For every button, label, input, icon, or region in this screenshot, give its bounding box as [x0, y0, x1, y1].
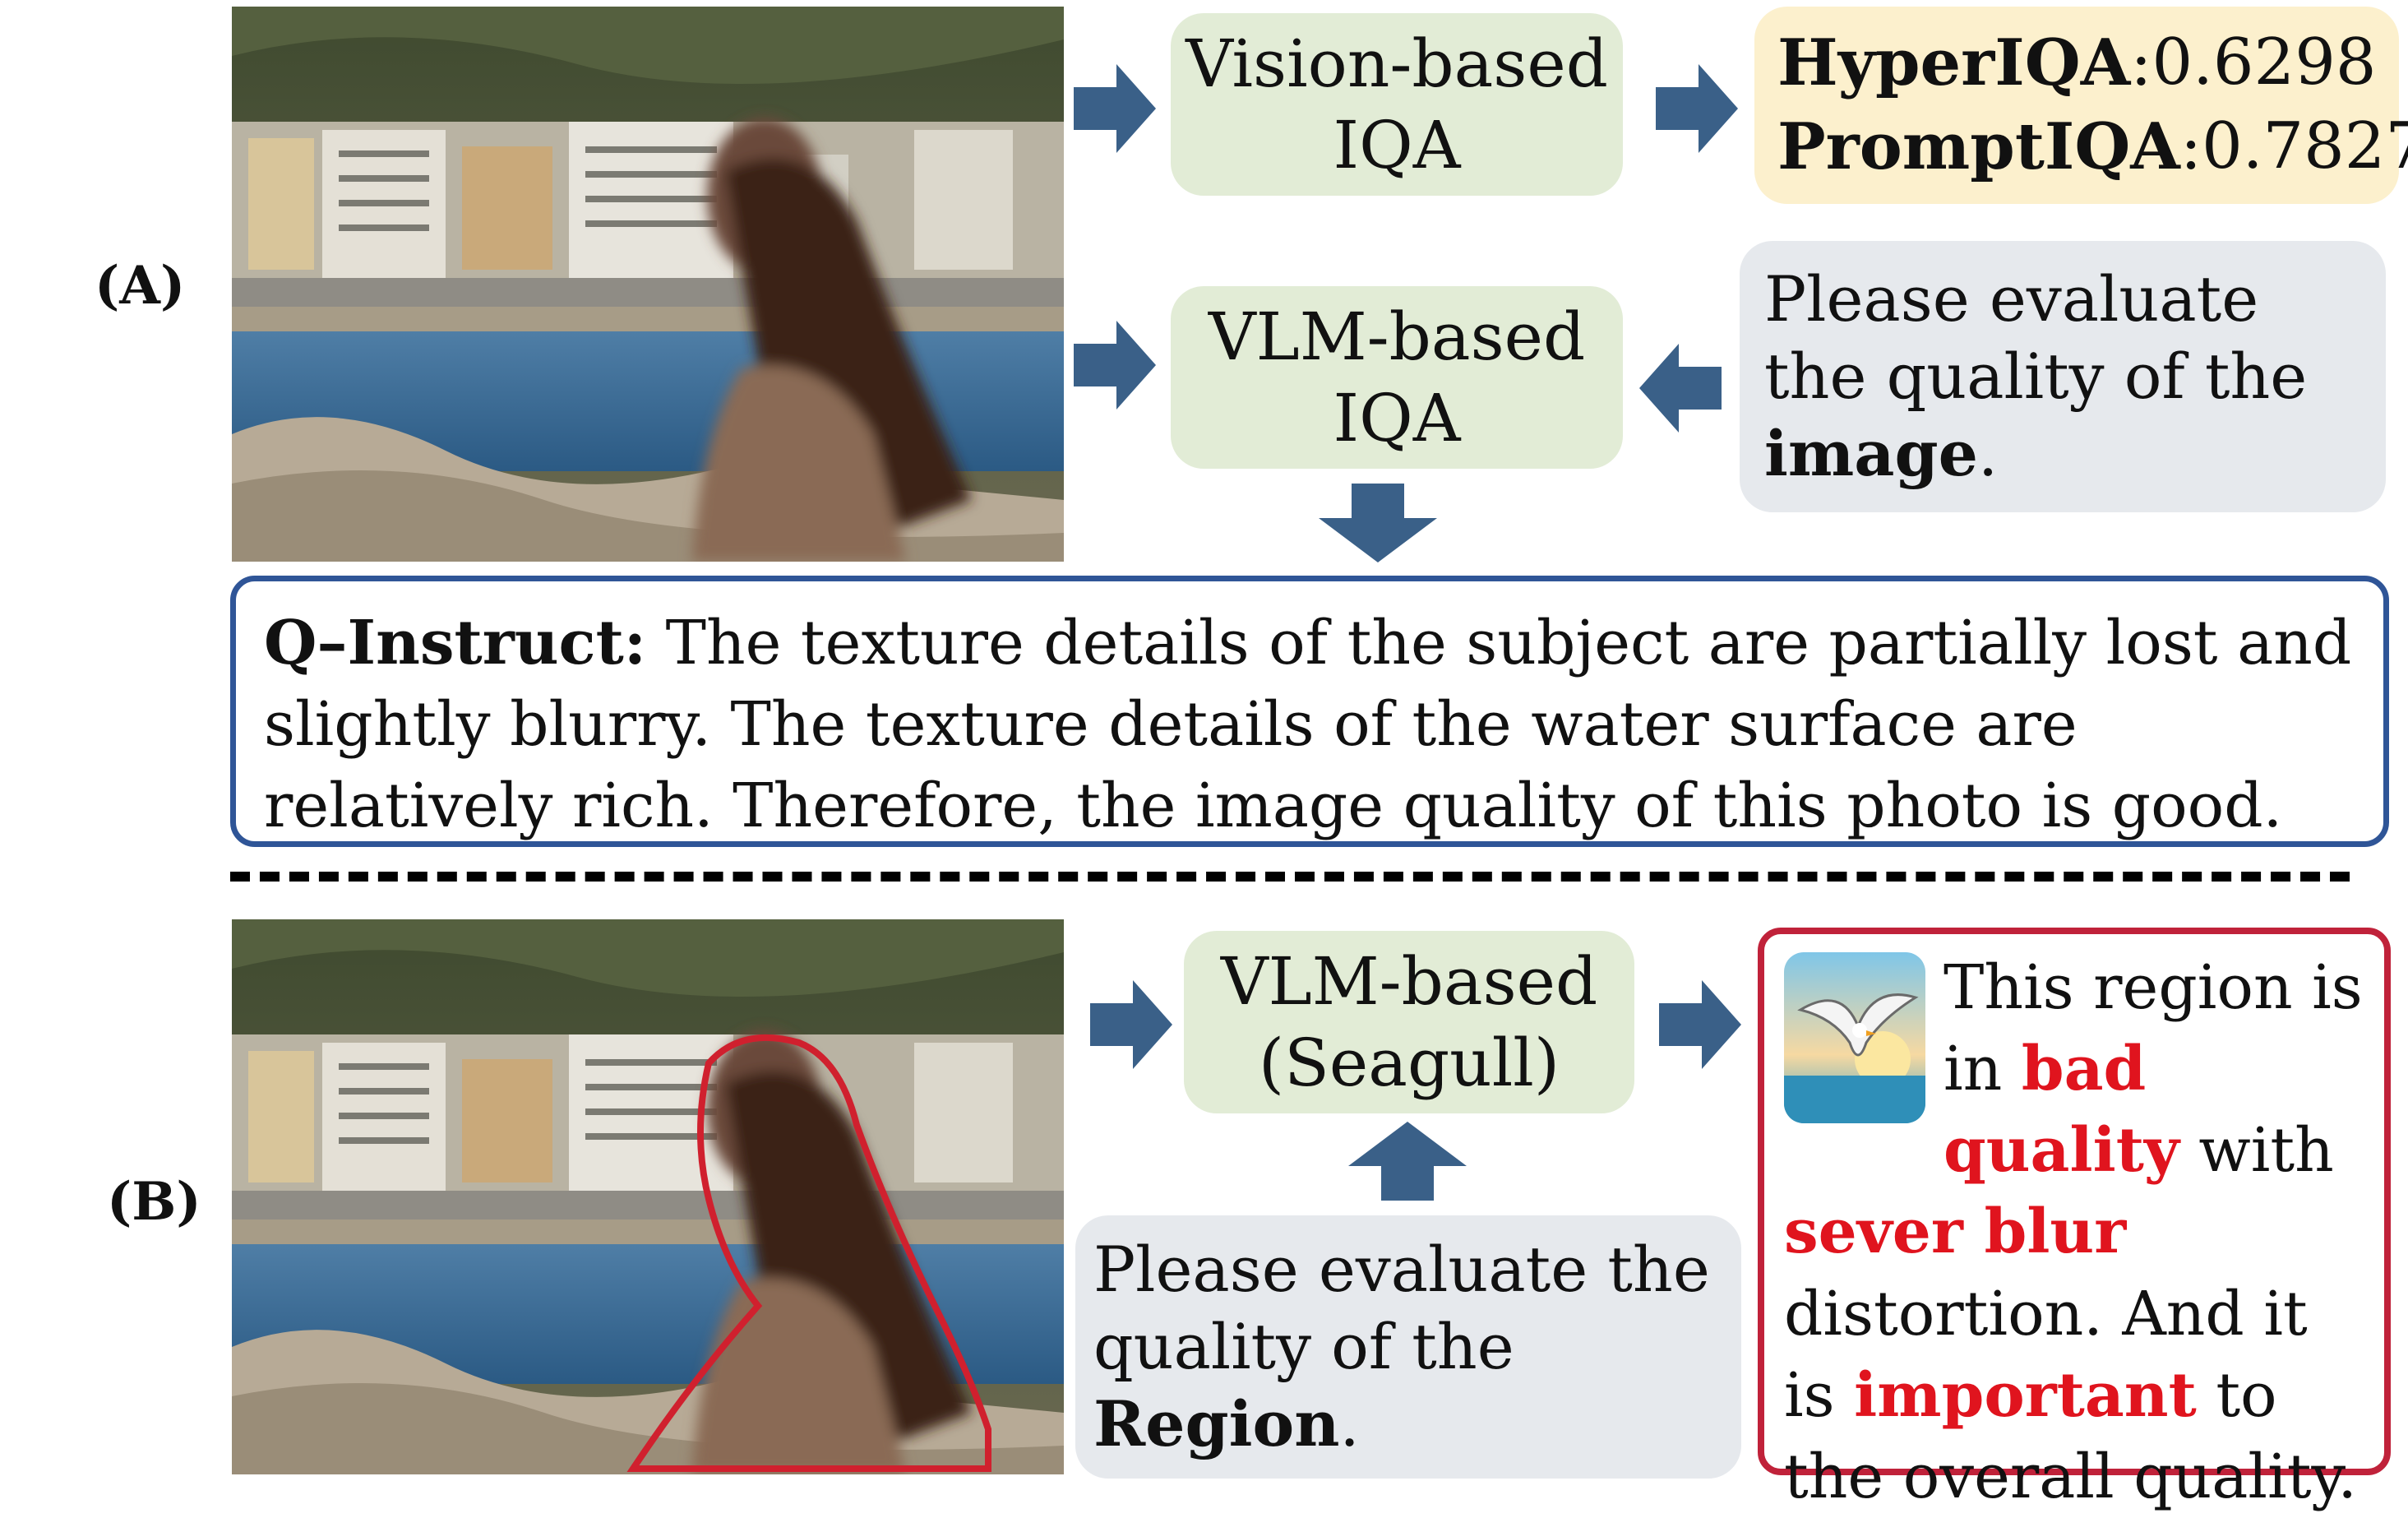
panel-a-label: (A) [95, 255, 186, 317]
q-instruct-box: Q–Instruct: The texture details of the s… [230, 576, 2389, 847]
vlm-box-line2: IQA [1333, 380, 1461, 456]
score-value: 0.6298 [2151, 25, 2377, 100]
q-instruct-text: The texture details of the subject are p… [264, 608, 2352, 842]
panel-a-photo [232, 7, 1064, 562]
seagull-answer-box: This region is in bad quality with sever… [1758, 928, 2391, 1512]
answer-text-1: This region is in [1944, 952, 2363, 1105]
seagull-box-line1: VLM-based [1220, 942, 1598, 1020]
prompt-text: Please evaluate the quality of the [1093, 1232, 1710, 1383]
arrow-down-icon [1319, 484, 1437, 562]
arrow-right-icon [1659, 980, 1741, 1069]
score-name: PromptIQA [1777, 109, 2180, 184]
score-row-hyperiqa: HyperIQA: 0.6298 [1777, 21, 2376, 105]
answer-highlight-important: important [1854, 1359, 2197, 1431]
panel-b-photo [232, 919, 1064, 1474]
seagull-logo-icon [1784, 952, 1925, 1123]
vision-based-iqa-box: Vision-based IQA [1171, 13, 1623, 196]
arrow-left-icon [1639, 344, 1722, 433]
answer-text-2: with [2179, 1115, 2334, 1187]
arrow-right-icon [1656, 64, 1738, 153]
arrow-right-icon [1074, 64, 1156, 153]
score-separator: : [2130, 25, 2152, 100]
score-name: HyperIQA [1777, 25, 2131, 100]
answer-highlight-bad-quality: bad quality [1944, 1034, 2179, 1187]
vlm-box-line1: VLM-based [1208, 298, 1586, 375]
vision-box-line1: Vision-based [1186, 25, 1608, 102]
score-row-promptiqa: PromptIQA: 0.7827 [1777, 105, 2408, 189]
answer-highlight-sever-blur: sever blur [1784, 1196, 2127, 1268]
seagull-box-line2: (Seagull) [1258, 1025, 1560, 1101]
score-separator: : [2179, 110, 2202, 184]
prompt-text: Please evaluate the quality of the [1764, 261, 2308, 413]
vlm-based-iqa-box: VLM-based IQA [1171, 286, 1623, 469]
arrow-up-icon [1348, 1122, 1467, 1201]
iqa-scores-box: HyperIQA: 0.6298 PromptIQA: 0.7827 [1754, 7, 2408, 204]
panel-b-label: (B) [107, 1171, 201, 1233]
prompt-end: . [1978, 417, 1999, 491]
answer-text-3: distortion. And it is [1784, 1278, 2308, 1431]
region-prompt-box: Please evaluate the quality of the Regio… [1075, 1215, 1741, 1479]
arrow-right-icon [1090, 980, 1172, 1069]
prompt-bold: Region [1093, 1387, 1340, 1461]
region-outline [626, 1034, 991, 1472]
vision-box-line2: IQA [1333, 107, 1461, 183]
image-prompt-box: Please evaluate the quality of the image… [1740, 241, 2386, 512]
section-divider [230, 872, 2350, 882]
arrow-right-icon [1074, 321, 1156, 410]
vlm-based-seagull-box: VLM-based (Seagull) [1184, 931, 1634, 1113]
prompt-end: . [1339, 1387, 1360, 1461]
q-instruct-label: Q–Instruct: [264, 608, 647, 678]
score-value: 0.7827 [2202, 109, 2408, 183]
prompt-bold: image [1764, 417, 1979, 491]
